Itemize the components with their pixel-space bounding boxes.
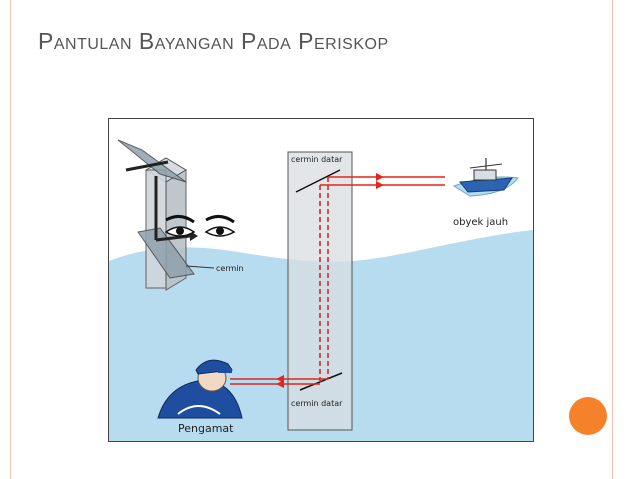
mirror-bottom <box>299 372 343 391</box>
eyes-icon <box>164 215 236 237</box>
mirror-top <box>295 169 341 193</box>
mirror-small-pointer <box>185 265 215 269</box>
light-rays <box>230 173 445 388</box>
boat-icon <box>452 158 519 197</box>
periscope-diagram: cermin cermin datar cermin datar obyek j… <box>108 118 534 442</box>
mirror-small-label: cermin <box>216 264 244 273</box>
mirror-bottom-label: cermin datar <box>291 399 343 408</box>
slide-border-left <box>10 0 11 479</box>
observer-label: Pengamat <box>178 422 234 435</box>
slide-title: Pantulan Bayangan Pada Periskop <box>38 28 389 54</box>
observer-icon <box>157 359 243 419</box>
slide-border-right <box>612 0 613 479</box>
object-label: obyek jauh <box>453 217 508 228</box>
accent-circle <box>569 397 607 435</box>
periscope-illustration <box>117 139 198 291</box>
mirror-top-label: cermin datar <box>291 155 343 164</box>
